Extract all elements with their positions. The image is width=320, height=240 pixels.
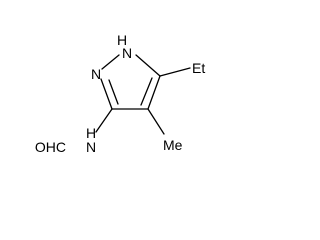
- amide-hydrogen-label: H: [86, 125, 96, 141]
- bond-c3-n2: [100, 78, 113, 110]
- bond-c4-methyl: [147, 108, 165, 135]
- amide-n-label: N: [86, 139, 96, 155]
- bond-c5-c4-inner: [140, 77, 153, 106]
- ring-n2-label: N: [91, 66, 101, 82]
- bond-c3-amide-n: [95, 108, 113, 133]
- bond-n1-c5: [135, 54, 161, 77]
- formyl-label: OHC: [35, 139, 66, 155]
- nh-hydrogen-label: H: [117, 32, 127, 48]
- bond-c3-n2-inner: [108, 79, 119, 105]
- ring-n1-label: N: [122, 45, 132, 61]
- chemical-structure: H N N Et H N OHC Me: [35, 32, 205, 155]
- bond-n1-n2: [101, 54, 120, 70]
- ethyl-label: Et: [192, 60, 205, 76]
- methyl-label: Me: [163, 137, 183, 153]
- bond-c5-c4: [147, 75, 161, 110]
- bond-c5-ethyl: [159, 67, 191, 77]
